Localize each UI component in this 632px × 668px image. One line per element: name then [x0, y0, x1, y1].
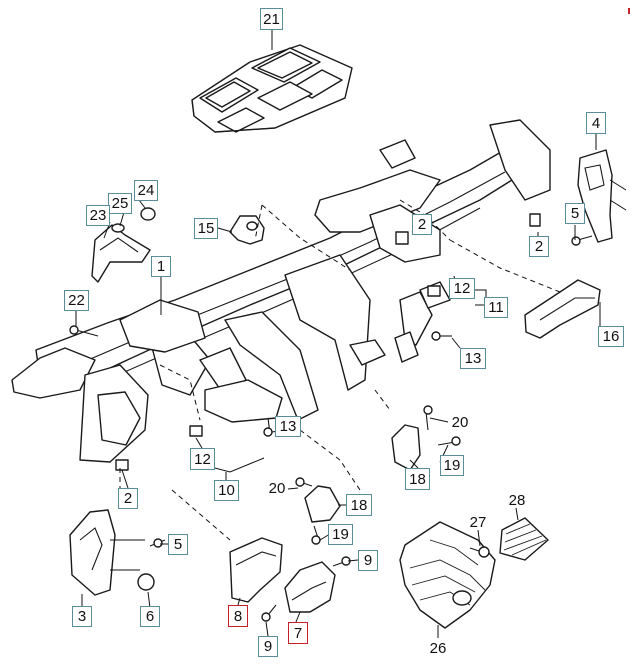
bracket-part-15: [229, 215, 265, 245]
bracket-part-7: [284, 561, 336, 613]
callout-22[interactable]: 22: [64, 290, 89, 311]
nut-clips: [115, 213, 541, 591]
callout-9-upper[interactable]: 9: [358, 550, 378, 571]
callout-24[interactable]: 24: [134, 180, 158, 201]
mount-bracket-part-23: [91, 207, 156, 283]
callout-9-lower[interactable]: 9: [258, 636, 278, 657]
bolts: [69, 235, 593, 622]
cross-car-beam-part: [11, 119, 551, 463]
callout-5-lower[interactable]: 5: [168, 534, 188, 555]
callout-13-right[interactable]: 13: [460, 348, 486, 369]
callout-11[interactable]: 11: [484, 297, 508, 318]
callout-23[interactable]: 23: [86, 205, 110, 226]
callout-28[interactable]: 28: [508, 491, 526, 509]
callout-7[interactable]: 7: [288, 622, 308, 644]
callout-19-lower[interactable]: 19: [328, 524, 353, 545]
callout-21[interactable]: 21: [260, 8, 283, 30]
callout-2-right[interactable]: 2: [529, 236, 549, 257]
callout-27[interactable]: 27: [469, 513, 487, 531]
leg-bracket-part-3: [69, 509, 145, 596]
page-edge-mark: [628, 8, 630, 14]
callout-18[interactable]: 18: [405, 468, 430, 490]
callout-20-left[interactable]: 20: [268, 480, 286, 497]
callout-3[interactable]: 3: [72, 606, 92, 627]
callout-8[interactable]: 8: [228, 605, 248, 627]
vent-grille-part: [191, 44, 353, 133]
callout-13-center[interactable]: 13: [275, 416, 301, 437]
side-bracket-part-4: [577, 149, 627, 243]
bracket-part-16: [524, 279, 601, 339]
callout-12-upper[interactable]: 12: [449, 278, 475, 299]
callout-12-lower[interactable]: 12: [190, 448, 215, 470]
callout-4[interactable]: 4: [586, 112, 606, 134]
bracket-part-18: [304, 485, 341, 523]
callout-2-upper[interactable]: 2: [412, 214, 432, 235]
bracket-part-8: [229, 537, 283, 603]
pad-part-28: [499, 517, 549, 561]
callout-10[interactable]: 10: [214, 480, 239, 501]
bracket-part-right: [391, 424, 421, 471]
callout-20-right[interactable]: 20: [451, 414, 469, 431]
callout-2-lower[interactable]: 2: [118, 488, 138, 509]
callout-6[interactable]: 6: [140, 606, 160, 627]
callout-16[interactable]: 16: [598, 326, 624, 347]
callout-26[interactable]: 26: [429, 639, 447, 657]
callout-15[interactable]: 15: [194, 218, 218, 239]
callout-5-right[interactable]: 5: [565, 203, 585, 224]
callout-18-label[interactable]: 18: [346, 494, 372, 516]
callout-1[interactable]: 1: [151, 256, 171, 277]
heat-shield-part-26: [399, 521, 496, 629]
callout-19-upper[interactable]: 19: [440, 455, 464, 476]
callout-25[interactable]: 25: [108, 193, 132, 214]
